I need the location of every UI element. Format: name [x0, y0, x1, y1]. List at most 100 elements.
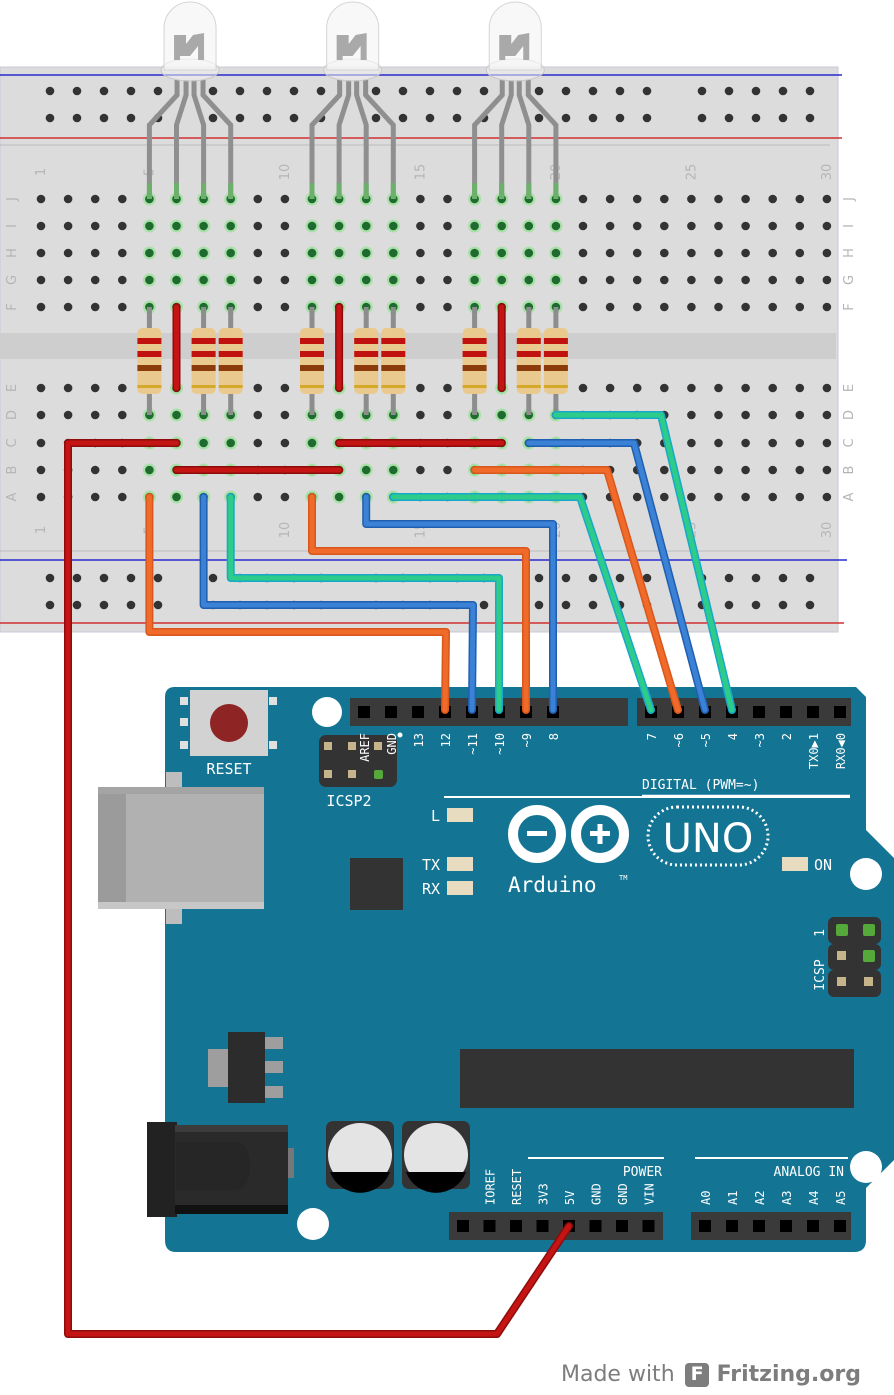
breadboard-hole[interactable]	[145, 465, 154, 475]
breadboard-hole[interactable]	[497, 221, 507, 231]
breadboard-hole[interactable]	[660, 465, 669, 475]
header-pin[interactable]	[385, 706, 397, 718]
breadboard-hole[interactable]	[280, 438, 290, 448]
rail-hole[interactable]	[778, 600, 788, 610]
rail-hole[interactable]	[208, 573, 218, 583]
breadboard-hole[interactable]	[632, 248, 642, 258]
breadboard-hole[interactable]	[63, 275, 73, 285]
breadboard-hole[interactable]	[334, 275, 344, 285]
breadboard-hole[interactable]	[822, 410, 832, 420]
breadboard-hole[interactable]	[253, 438, 263, 448]
breadboard-hole[interactable]	[687, 465, 696, 475]
breadboard-hole[interactable]	[443, 302, 452, 312]
rail-hole[interactable]	[99, 113, 109, 123]
breadboard-hole[interactable]	[416, 275, 425, 285]
breadboard-hole[interactable]	[443, 383, 452, 393]
breadboard-hole[interactable]	[199, 221, 208, 231]
resistor[interactable]	[137, 307, 162, 415]
breadboard-hole[interactable]	[416, 410, 425, 420]
breadboard-hole[interactable]	[714, 194, 723, 204]
breadboard-hole[interactable]	[63, 248, 73, 258]
breadboard-hole[interactable]	[605, 302, 615, 312]
breadboard-hole[interactable]	[145, 275, 154, 285]
rail-hole[interactable]	[398, 113, 408, 123]
rail-hole[interactable]	[642, 86, 652, 96]
rail-hole[interactable]	[588, 573, 598, 583]
breadboard-hole[interactable]	[118, 492, 127, 502]
breadboard-hole[interactable]	[687, 492, 696, 502]
breadboard-hole[interactable]	[768, 383, 777, 393]
breadboard-hole[interactable]	[578, 194, 588, 204]
breadboard-hole[interactable]	[172, 492, 181, 502]
resistor[interactable]	[191, 307, 216, 415]
header-pin[interactable]	[412, 706, 424, 718]
rail-hole[interactable]	[615, 113, 625, 123]
breadboard-hole[interactable]	[741, 302, 750, 312]
breadboard-hole[interactable]	[741, 383, 750, 393]
resistor[interactable]	[543, 307, 568, 415]
breadboard-hole[interactable]	[822, 383, 832, 393]
breadboard-hole[interactable]	[416, 248, 425, 258]
breadboard-hole[interactable]	[361, 275, 371, 285]
breadboard-hole[interactable]	[253, 275, 263, 285]
rail-hole[interactable]	[561, 86, 571, 96]
breadboard-hole[interactable]	[714, 410, 723, 420]
breadboard-hole[interactable]	[199, 275, 208, 285]
breadboard-hole[interactable]	[280, 410, 290, 420]
breadboard-hole[interactable]	[822, 438, 832, 448]
breadboard-hole[interactable]	[199, 438, 208, 448]
breadboard-hole[interactable]	[36, 492, 46, 502]
breadboard-hole[interactable]	[768, 275, 777, 285]
breadboard-hole[interactable]	[551, 275, 561, 285]
breadboard-hole[interactable]	[551, 248, 561, 258]
breadboard-hole[interactable]	[334, 492, 344, 502]
rail-hole[interactable]	[479, 86, 489, 96]
breadboard-hole[interactable]	[714, 492, 723, 502]
breadboard-hole[interactable]	[90, 248, 100, 258]
rail-hole[interactable]	[778, 573, 788, 583]
breadboard-hole[interactable]	[280, 302, 290, 312]
rail-hole[interactable]	[262, 113, 272, 123]
breadboard-hole[interactable]	[118, 302, 127, 312]
breadboard-hole[interactable]	[280, 492, 290, 502]
header-pin[interactable]	[510, 1220, 522, 1232]
breadboard-hole[interactable]	[714, 383, 723, 393]
rail-hole[interactable]	[805, 600, 815, 610]
rail-hole[interactable]	[262, 86, 272, 96]
header-pin[interactable]	[834, 1220, 846, 1232]
breadboard-hole[interactable]	[416, 383, 425, 393]
jumper-wire-green[interactable]	[228, 494, 502, 713]
breadboard-hole[interactable]	[768, 221, 777, 231]
rail-hole[interactable]	[561, 113, 571, 123]
rail-hole[interactable]	[126, 86, 136, 96]
breadboard-hole[interactable]	[389, 275, 398, 285]
breadboard-hole[interactable]	[687, 302, 696, 312]
header-pin[interactable]	[807, 706, 819, 718]
header-pin[interactable]	[726, 1220, 738, 1232]
rail-hole[interactable]	[45, 113, 55, 123]
resistor[interactable]	[462, 307, 487, 415]
breadboard-hole[interactable]	[632, 275, 642, 285]
rail-hole[interactable]	[425, 86, 435, 96]
breadboard-hole[interactable]	[389, 248, 398, 258]
rail-hole[interactable]	[615, 573, 625, 583]
breadboard-hole[interactable]	[90, 194, 100, 204]
breadboard-hole[interactable]	[632, 383, 642, 393]
rail-hole[interactable]	[72, 573, 82, 583]
rgb-led[interactable]	[472, 1, 559, 199]
rail-hole[interactable]	[126, 113, 136, 123]
breadboard-hole[interactable]	[172, 248, 181, 258]
rail-hole[interactable]	[398, 86, 408, 96]
breadboard-hole[interactable]	[36, 275, 46, 285]
header-pin[interactable]	[642, 1220, 655, 1232]
rail-hole[interactable]	[805, 573, 815, 583]
breadboard-hole[interactable]	[768, 438, 777, 448]
resistor[interactable]	[381, 307, 406, 415]
jumper-wire-orange[interactable]	[309, 494, 529, 713]
breadboard-hole[interactable]	[551, 221, 561, 231]
rail-hole[interactable]	[805, 113, 815, 123]
breadboard-hole[interactable]	[36, 194, 46, 204]
header-pin[interactable]	[457, 1220, 469, 1232]
breadboard-hole[interactable]	[63, 221, 73, 231]
breadboard-hole[interactable]	[578, 302, 588, 312]
